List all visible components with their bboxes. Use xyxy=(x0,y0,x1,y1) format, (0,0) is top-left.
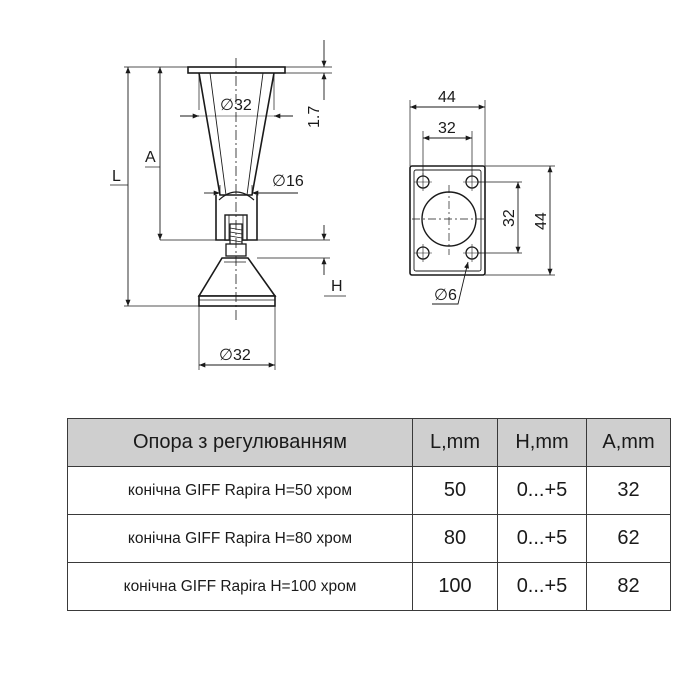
spec-table: Опора з регулюванням L,mm H,mm A,mm коні… xyxy=(67,418,671,611)
dim-outer-width: 44 xyxy=(438,89,456,106)
header-name: Опора з регулюванням xyxy=(67,418,413,467)
dim-mid-diameter: ∅16 xyxy=(272,173,304,190)
cell-name: конічна GIFF Rapira H=80 хром xyxy=(67,514,413,563)
cell-h: 0...+5 xyxy=(497,514,587,563)
label-a: A xyxy=(145,149,156,166)
technical-drawing: ∅32 ∅16 ∅32 1.7 A L H 44 32 32 44 ∅6 xyxy=(110,40,555,370)
cell-l: 100 xyxy=(412,562,498,611)
cell-h: 0...+5 xyxy=(497,562,587,611)
header-a: A,mm xyxy=(586,418,671,467)
dim-hole-diameter: ∅6 xyxy=(434,287,457,304)
cell-a: 62 xyxy=(586,514,671,563)
dim-inner-height: 32 xyxy=(501,209,518,227)
header-h: H,mm xyxy=(497,418,587,467)
dim-outer-height: 44 xyxy=(533,212,550,230)
dim-base-diameter: ∅32 xyxy=(219,347,251,364)
table-row: конічна GIFF Rapira H=100 хром 100 0...+… xyxy=(67,562,671,611)
table-header-row: Опора з регулюванням L,mm H,mm A,mm xyxy=(67,418,671,467)
cell-l: 80 xyxy=(412,514,498,563)
plate-view xyxy=(409,100,555,305)
header-l: L,mm xyxy=(412,418,498,467)
cell-h: 0...+5 xyxy=(497,466,587,515)
foot-base xyxy=(197,257,277,297)
cell-a: 32 xyxy=(586,466,671,515)
dim-top-diameter: ∅32 xyxy=(220,97,252,114)
cell-name: конічна GIFF Rapira H=100 хром xyxy=(67,562,413,611)
label-l: L xyxy=(112,168,121,185)
label-h: H xyxy=(331,278,343,295)
mounting-plate xyxy=(187,66,286,74)
table-row: конічна GIFF Rapira H=80 хром 80 0...+5 … xyxy=(67,514,671,563)
cone-body xyxy=(198,72,275,196)
cell-a: 82 xyxy=(586,562,671,611)
cell-l: 50 xyxy=(412,466,498,515)
plate-outline xyxy=(409,165,486,276)
side-view xyxy=(110,40,346,370)
table-row: конічна GIFF Rapira H=50 хром 50 0...+5 … xyxy=(67,466,671,515)
cell-name: конічна GIFF Rapira H=50 хром xyxy=(67,466,413,515)
dim-gap: 1.7 xyxy=(306,106,323,128)
dim-inner-width: 32 xyxy=(438,120,456,137)
